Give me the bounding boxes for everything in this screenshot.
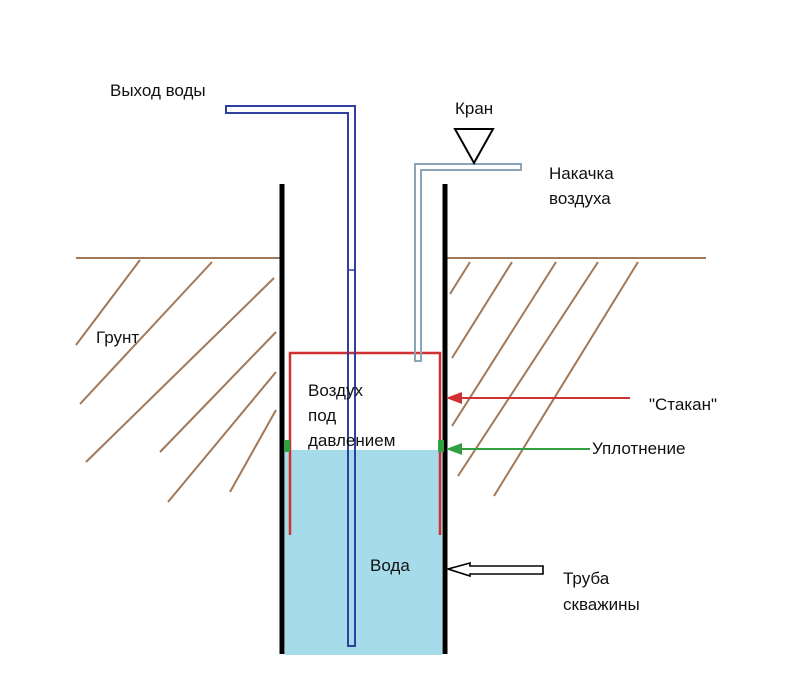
label-seal: Уплотнение bbox=[592, 439, 685, 458]
seal-arrow-head bbox=[446, 443, 462, 455]
air-pump-pipe bbox=[414, 163, 522, 362]
label-ground: Грунт bbox=[96, 328, 139, 347]
label-cup: "Стакан" bbox=[649, 395, 717, 414]
ground-hatching-left bbox=[75, 259, 277, 503]
water-area bbox=[285, 450, 442, 655]
label-water: Вода bbox=[370, 556, 410, 575]
ground-hatching-right bbox=[449, 261, 639, 497]
casing-arrow bbox=[445, 561, 544, 578]
label-water-out: Выход воды bbox=[110, 81, 206, 100]
valve-icon bbox=[453, 128, 495, 166]
label-air-pump-1: Накачка bbox=[549, 164, 614, 183]
seal-right bbox=[438, 440, 444, 452]
cup-arrow-head bbox=[446, 392, 462, 404]
label-air-3: давлением bbox=[308, 431, 395, 450]
label-casing-2: скважины bbox=[563, 595, 640, 614]
label-air-2: под bbox=[308, 406, 336, 425]
label-casing-1: Труба bbox=[563, 569, 610, 588]
water-outlet-pipe bbox=[225, 105, 356, 647]
seal-left bbox=[284, 440, 290, 452]
label-air-1: Воздух bbox=[308, 381, 363, 400]
label-air-pump-2: воздуха bbox=[549, 189, 611, 208]
label-valve: Кран bbox=[455, 99, 493, 118]
